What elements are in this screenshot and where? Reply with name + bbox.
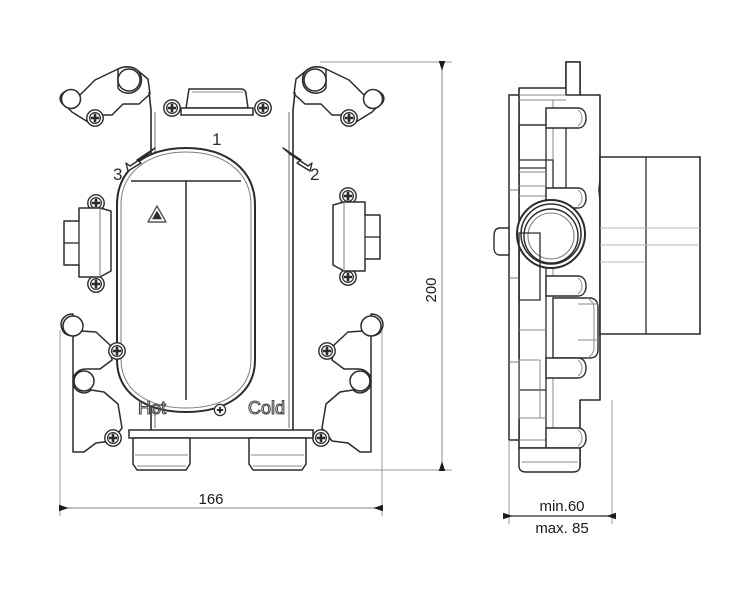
side-pin-bottom — [545, 427, 587, 449]
side-pin-upper — [545, 107, 587, 129]
side-pin-mid-lower — [545, 275, 587, 297]
port-connection-right — [332, 201, 381, 272]
port-label-hot: Hot — [138, 398, 166, 418]
callout-label-1: 1 — [212, 130, 221, 149]
top-inlet-block — [180, 88, 254, 116]
body-rail-right — [292, 91, 301, 441]
screw-bottom-left — [104, 429, 122, 447]
callout-arrow-left — [125, 147, 156, 172]
mounting-hole-lower-right — [360, 315, 382, 337]
dimension-label-depth-max: max. 85 — [535, 520, 588, 537]
callout-label-3: 3 — [113, 165, 122, 184]
side-tab-left — [493, 227, 510, 256]
mounting-hole-upper-left — [60, 88, 82, 110]
mounting-hole-lower-left — [62, 315, 84, 337]
callout-label-2: 2 — [310, 165, 319, 184]
front-view: Hot Cold 1 2 3 — [59, 66, 385, 471]
outlet-hot — [132, 437, 191, 471]
screw-lower-right — [318, 342, 336, 360]
mounting-bracket-lower-right — [321, 313, 384, 453]
port-label-cold: Cold — [248, 398, 285, 418]
side-flange-left — [508, 94, 520, 441]
dimension-label-depth-min: min.60 — [539, 498, 584, 515]
screw-top-right — [254, 99, 272, 117]
mounting-hole-lower-left-2 — [73, 370, 95, 392]
bottom-outlet-bar — [128, 429, 314, 439]
screw-lower-left — [108, 342, 126, 360]
mixer-body-face-inner — [120, 151, 252, 409]
side-bottom-cap — [518, 447, 581, 473]
dimension-annotations: 200 166 min.60 max. 85 — [59, 61, 616, 537]
screw-mid-left-lower — [87, 275, 105, 293]
mounting-hole-lug-upper-right — [303, 68, 327, 92]
side-step-block-lower — [552, 297, 599, 359]
side-inner-column-lower — [518, 359, 541, 419]
outlet-cold — [248, 437, 307, 471]
side-cartridge-circle — [516, 199, 586, 269]
callout-arrow-right — [282, 147, 313, 172]
mounting-hole-lower-right-2 — [349, 370, 371, 392]
side-pin-lower — [545, 357, 587, 379]
side-top-boss — [565, 61, 581, 96]
mounting-hole-lug-upper-left — [117, 68, 141, 92]
screw-bottom-centre — [213, 403, 227, 417]
screw-top-left — [163, 99, 181, 117]
screw-bottom-right — [312, 429, 330, 447]
dimension-label-height: 200 — [423, 277, 440, 302]
screw-upper-right-bracket — [340, 109, 358, 127]
port-connection-left — [63, 207, 112, 278]
dimension-label-width: 166 — [198, 491, 223, 508]
side-view — [493, 61, 701, 473]
mounting-bracket-lower-left — [60, 313, 123, 453]
screw-upper-left-bracket — [86, 109, 104, 127]
side-inner-column — [518, 232, 541, 301]
warning-triangle-icon — [147, 205, 167, 223]
mounting-hole-upper-right — [362, 88, 384, 110]
